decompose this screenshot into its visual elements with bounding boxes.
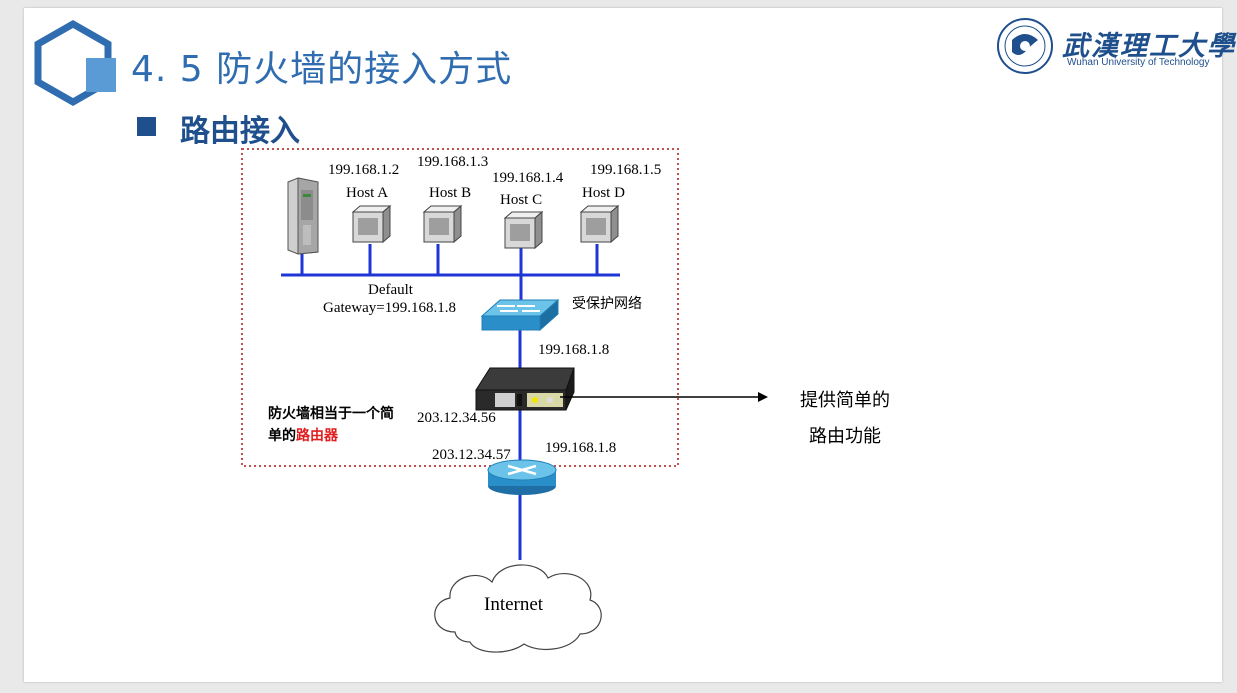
host-c-ip: 199.168.1.4 bbox=[492, 170, 564, 186]
gateway-label-line1: Default bbox=[368, 282, 413, 298]
host-d-ip: 199.168.1.5 bbox=[590, 162, 662, 178]
host-a-icon bbox=[351, 204, 392, 244]
switch-icon bbox=[480, 298, 560, 332]
note-highlight: 路由器 bbox=[296, 428, 338, 444]
callout-arrow bbox=[560, 392, 768, 402]
callout-line2: 路由功能 bbox=[809, 426, 881, 447]
university-name-cn: 武漢理工大學 bbox=[1062, 31, 1236, 62]
server-tower-icon bbox=[287, 177, 319, 255]
protected-zone-border bbox=[241, 148, 679, 467]
firewall-router-note: 防火墙相当于一个简单的路由器 bbox=[268, 403, 398, 447]
host-b-icon bbox=[422, 204, 463, 244]
firewall-outside-ip: 203.12.34.56 bbox=[417, 410, 496, 426]
host-c-icon bbox=[503, 210, 544, 250]
host-a-label: Host A bbox=[346, 185, 389, 201]
university-seal-icon bbox=[997, 18, 1053, 74]
host-c-label: Host C bbox=[500, 192, 543, 208]
host-a-ip: 199.168.1.2 bbox=[328, 162, 400, 178]
page-title: 4. 5 防火墙的接入方式 bbox=[131, 49, 513, 90]
router-inside-ip: 203.12.34.57 bbox=[432, 447, 511, 463]
firewall-appliance-icon bbox=[475, 367, 575, 411]
host-b-ip: 199.168.1.3 bbox=[417, 154, 489, 170]
router-outside-ip: 199.168.1.8 bbox=[545, 440, 617, 456]
section-subtitle: 路由接入 bbox=[180, 114, 300, 149]
note-text: 防火墙相当于一个简单的 bbox=[268, 406, 394, 444]
slide bbox=[24, 8, 1222, 682]
host-b-label: Host B bbox=[429, 185, 472, 201]
host-d-icon bbox=[579, 204, 620, 244]
internet-label: Internet bbox=[484, 594, 544, 615]
bullet-square-icon bbox=[137, 117, 156, 136]
callout-line1: 提供简单的 bbox=[800, 390, 890, 411]
university-name-en: Wuhan University of Technology bbox=[1067, 57, 1210, 68]
router-icon bbox=[487, 459, 557, 495]
gateway-label-line2: Gateway=199.168.1.8 bbox=[323, 300, 457, 316]
host-d-label: Host D bbox=[582, 185, 625, 201]
protected-network-label: 受保护网络 bbox=[572, 296, 642, 312]
internet-cloud-icon bbox=[434, 564, 602, 653]
title-hexagon-icon bbox=[34, 19, 116, 107]
callout-text: 提供简单的 路由功能 bbox=[785, 383, 905, 455]
firewall-inside-ip: 199.168.1.8 bbox=[538, 342, 610, 358]
